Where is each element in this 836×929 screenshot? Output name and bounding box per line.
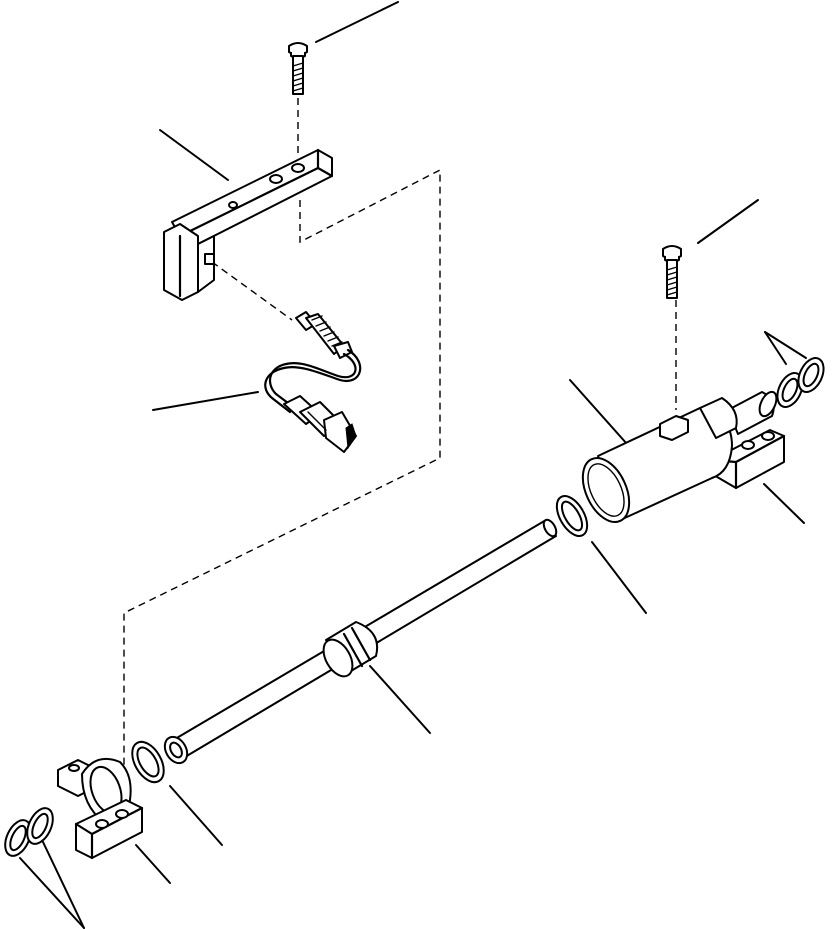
leader-o-ring-right — [591, 541, 647, 614]
leader-mount-block-left — [135, 844, 171, 884]
leader-bracket — [159, 129, 229, 181]
mount-block-left-icon — [57, 758, 144, 860]
o-ring-right-icon — [555, 495, 589, 537]
leader-sensor-cable — [152, 391, 259, 411]
leader-snap-ring-right-b — [764, 331, 807, 359]
leader-bolt-top — [315, 1, 399, 43]
bolt-top-icon — [288, 42, 308, 95]
sensor-icon — [295, 311, 353, 359]
cylinder-icon — [581, 390, 786, 523]
l-bracket-icon — [163, 148, 334, 301]
shaft-icon — [163, 518, 558, 765]
assembly-lines — [123, 98, 677, 800]
leader-mount-block-right — [763, 483, 805, 524]
snap-ring-right-icon — [776, 357, 825, 408]
leader-piston-rod — [369, 665, 431, 734]
leader-o-ring-left — [169, 785, 223, 846]
leader-lines — [19, 1, 807, 929]
leader-cylinder-tube — [569, 379, 628, 445]
leader-bolt-right — [697, 199, 759, 244]
o-ring-left-icon — [131, 740, 165, 784]
snap-ring-left-icon — [4, 807, 54, 857]
bolt-right-icon — [662, 245, 682, 299]
leader-snap-ring-left-a — [19, 857, 85, 929]
leader-snap-ring-left-b — [42, 841, 85, 929]
connector-icon — [264, 348, 362, 453]
leader-snap-ring-right-a — [764, 331, 787, 365]
